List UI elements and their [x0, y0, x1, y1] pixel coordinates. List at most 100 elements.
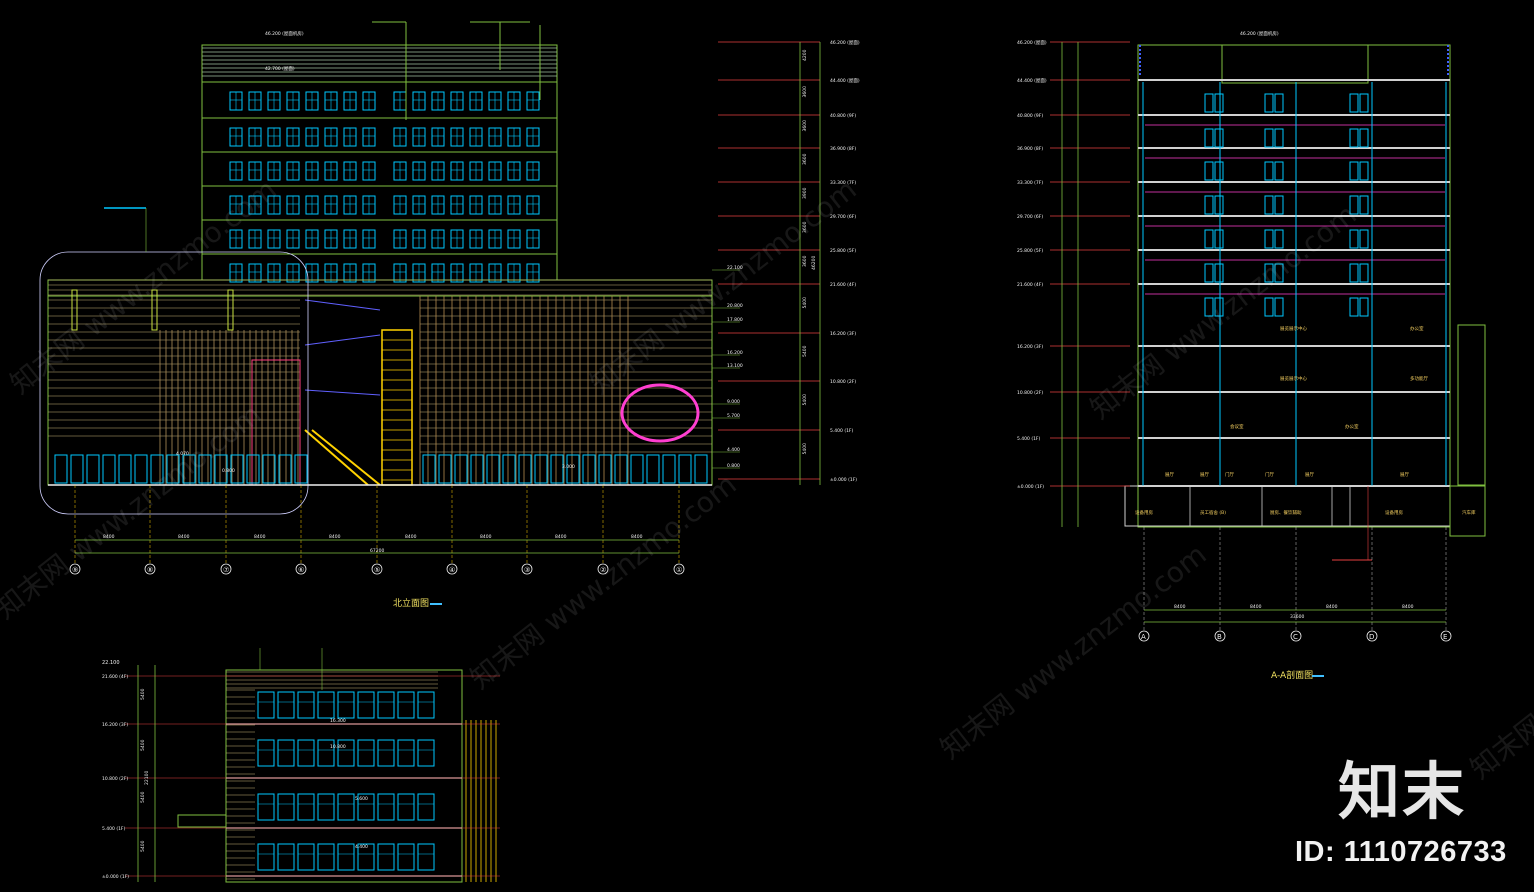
- window: [277, 843, 295, 871]
- window: [357, 739, 375, 767]
- shopfront-window: [518, 454, 532, 484]
- note-elevation: 13.100: [727, 363, 743, 369]
- shopfront-window: [134, 454, 148, 484]
- room-label: 展览展示中心: [1280, 375, 1307, 382]
- grid-bubble-circle: [597, 563, 609, 575]
- north-elevation-roof-elevation: 42.700 (屋面): [265, 66, 295, 72]
- floor-height: 3600: [802, 86, 808, 98]
- section-window: [1359, 263, 1369, 283]
- side-elevation-total-height: 22100: [144, 771, 150, 785]
- section-window: [1274, 128, 1284, 148]
- level-label: ±0.000 (1F): [102, 874, 129, 880]
- section-window: [1264, 297, 1274, 317]
- shopfront-window: [246, 454, 260, 484]
- shopfront-window: [550, 454, 564, 484]
- window: [337, 793, 355, 821]
- window: [377, 793, 395, 821]
- section-window: [1274, 297, 1284, 317]
- room-label: 办公室: [1410, 325, 1424, 332]
- level-label: 5.400 (1F): [102, 826, 126, 832]
- level-label: 25.800 (5F): [1017, 248, 1043, 254]
- shopfront-window: [470, 454, 484, 484]
- note-elevation: 9.000: [727, 399, 740, 405]
- window: [257, 793, 275, 821]
- level-label: 46.200 (屋面): [1017, 40, 1047, 46]
- section-window: [1264, 161, 1274, 181]
- window: [277, 739, 295, 767]
- window: [297, 691, 315, 719]
- window: [377, 739, 395, 767]
- shopfront-window: [646, 454, 660, 484]
- section-window: [1204, 229, 1214, 249]
- shopfront-window: [54, 454, 68, 484]
- section-window: [1274, 195, 1284, 215]
- dimension-text: 8400: [631, 534, 643, 540]
- section-window: [1359, 93, 1369, 113]
- section-window: [1349, 161, 1359, 181]
- note-elevation: 4.400: [727, 447, 740, 453]
- shopfront-window: [422, 454, 436, 484]
- basement-label: 设备用房: [1135, 509, 1153, 516]
- dimension-text: 8400: [178, 534, 190, 540]
- window: [337, 739, 355, 767]
- grid-bubble-circle: [1366, 630, 1378, 642]
- inside-mark: 5.600: [355, 796, 368, 802]
- floor-height: 5400: [140, 739, 146, 751]
- exterior-stair: [311, 429, 381, 486]
- window: [357, 691, 375, 719]
- level-label: 29.700 (6F): [1017, 214, 1043, 220]
- basement-label: 员工宿舍 (B): [1200, 509, 1226, 516]
- section-window: [1274, 93, 1284, 113]
- level-label: 16.200 (3F): [102, 722, 128, 728]
- room-label: 会议室: [1230, 423, 1244, 430]
- side-outline: [225, 669, 463, 883]
- revision-cloud: [620, 383, 700, 443]
- shopfront-window: [70, 454, 84, 484]
- level-label: 33.300 (7F): [830, 180, 856, 186]
- inside-mark: 0.800: [222, 468, 235, 474]
- room-label: 展厅: [1200, 472, 1209, 478]
- dimension-text: 8400: [405, 534, 417, 540]
- window: [417, 691, 435, 719]
- shopfront-window: [262, 454, 276, 484]
- room-label: 展厅: [1165, 472, 1174, 478]
- shopfront-window: [198, 454, 212, 484]
- grid-bubble-circle: [144, 563, 156, 575]
- section-window: [1349, 263, 1359, 283]
- grid-bubble-circle: [446, 563, 458, 575]
- section-aa-total-dim: 33600: [1290, 614, 1304, 620]
- window: [337, 691, 355, 719]
- window: [397, 739, 415, 767]
- shopfront-window: [166, 454, 180, 484]
- shopfront-window: [662, 454, 676, 484]
- shopfront-window: [86, 454, 100, 484]
- canopy: [304, 299, 381, 396]
- room-label: 展厅: [1305, 472, 1314, 478]
- section-window: [1204, 297, 1214, 317]
- level-label: 40.800 (9F): [1017, 113, 1043, 119]
- grid-bubble-label: C: [1293, 633, 1298, 641]
- floor-height: 3600: [802, 255, 808, 267]
- grid-bubble-label: A: [1141, 633, 1146, 641]
- window: [257, 843, 275, 871]
- dimension-text: 8400: [1326, 604, 1338, 610]
- level-label: 21.600 (4F): [102, 674, 128, 680]
- window: [417, 843, 435, 871]
- note-elevation: 22.100: [727, 265, 743, 271]
- note-elevation: 16.200: [727, 350, 743, 356]
- floor-height: 5400: [802, 443, 808, 455]
- section-window: [1359, 195, 1369, 215]
- level-label: 29.700 (6F): [830, 214, 856, 220]
- section-window: [1264, 229, 1274, 249]
- shopfront-window: [566, 454, 580, 484]
- section-window: [1214, 297, 1224, 317]
- dimension-text: 8400: [1402, 604, 1414, 610]
- window: [377, 691, 395, 719]
- section-window: [1349, 297, 1359, 317]
- exterior-stair: [304, 429, 369, 486]
- level-label: 25.800 (5F): [830, 248, 856, 254]
- basement-label: 设备用房: [1385, 509, 1403, 516]
- note-elevation: 20.800: [727, 303, 743, 309]
- section-window: [1264, 263, 1274, 283]
